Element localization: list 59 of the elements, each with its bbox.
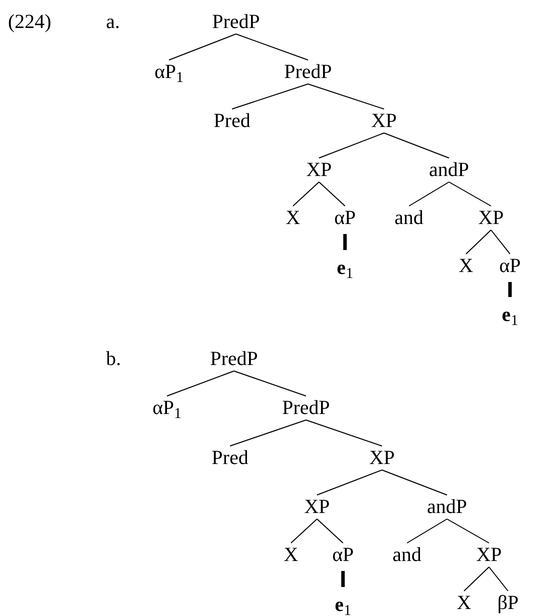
tree-node-label: αP$_{1}$ (153, 60, 185, 84)
tree-node-label: e$_{1}$ (334, 593, 352, 616)
tree-branch (446, 518, 490, 544)
tree-node-label: XP (368, 446, 396, 470)
tree-branch (408, 182, 450, 206)
tree-node-label: X (282, 543, 300, 567)
tree-node-label: βP (496, 591, 520, 615)
tree-node-label: X (458, 254, 474, 278)
subexample-letter: b. (106, 347, 121, 371)
tree-node-label: αP (333, 206, 357, 230)
tree-branch (306, 420, 382, 446)
tree-branch (292, 182, 320, 206)
tree-node-label: XP (305, 158, 333, 182)
trace-line (343, 234, 347, 250)
tree-node-label: PredP (281, 396, 331, 420)
tree-branch (466, 230, 492, 254)
tree-node-label: andP (426, 495, 468, 519)
tree-branch (316, 518, 344, 544)
tree-node-label: PredP (283, 60, 333, 84)
tree-node-label: X (456, 591, 472, 615)
example-number: (224) (8, 10, 52, 34)
tree-branch (384, 132, 450, 158)
tree-branch (488, 566, 508, 592)
tree-branch (308, 84, 384, 110)
tree-node-label: PredP (211, 10, 261, 34)
tree-branch (234, 370, 306, 396)
tree-node-label: XP (303, 495, 331, 519)
tree-branch (232, 84, 308, 110)
tree-branch (464, 566, 490, 592)
tree-node-label: and (394, 206, 424, 230)
tree-branch (382, 470, 448, 496)
tree-node-label: e$_{1}$ (336, 256, 354, 280)
tree-branch (318, 132, 384, 158)
tree-node-label: andP (428, 158, 470, 182)
tree-branch (316, 470, 382, 496)
tree-node-label: Pred (210, 446, 250, 470)
tree-node-label: XP (477, 206, 505, 230)
tree-branch (168, 34, 236, 60)
tree-branch (406, 518, 448, 544)
tree-branch (318, 182, 346, 206)
tree-node-label: PredP (209, 347, 259, 371)
tree-branch (290, 518, 318, 544)
tree-node-label: X (284, 206, 302, 230)
tree-branch (236, 34, 308, 60)
tree-branch (448, 182, 492, 206)
tree-node-label: XP (475, 543, 503, 567)
tree-branch (230, 420, 306, 446)
subexample-letter: a. (106, 10, 120, 34)
tree-node-label: αP$_{1}$ (151, 396, 183, 420)
tree-node-label: XP (370, 109, 398, 133)
tree-branch (490, 230, 510, 254)
trace-line (508, 282, 512, 297)
tree-node-label: and (392, 543, 422, 567)
tree-node-label: Pred (212, 109, 252, 133)
tree-branch (166, 370, 234, 396)
tree-node-label: e$_{1}$ (500, 303, 520, 327)
trace-line (341, 571, 345, 587)
tree-node-label: αP (498, 254, 522, 278)
tree-node-label: αP (331, 543, 355, 567)
